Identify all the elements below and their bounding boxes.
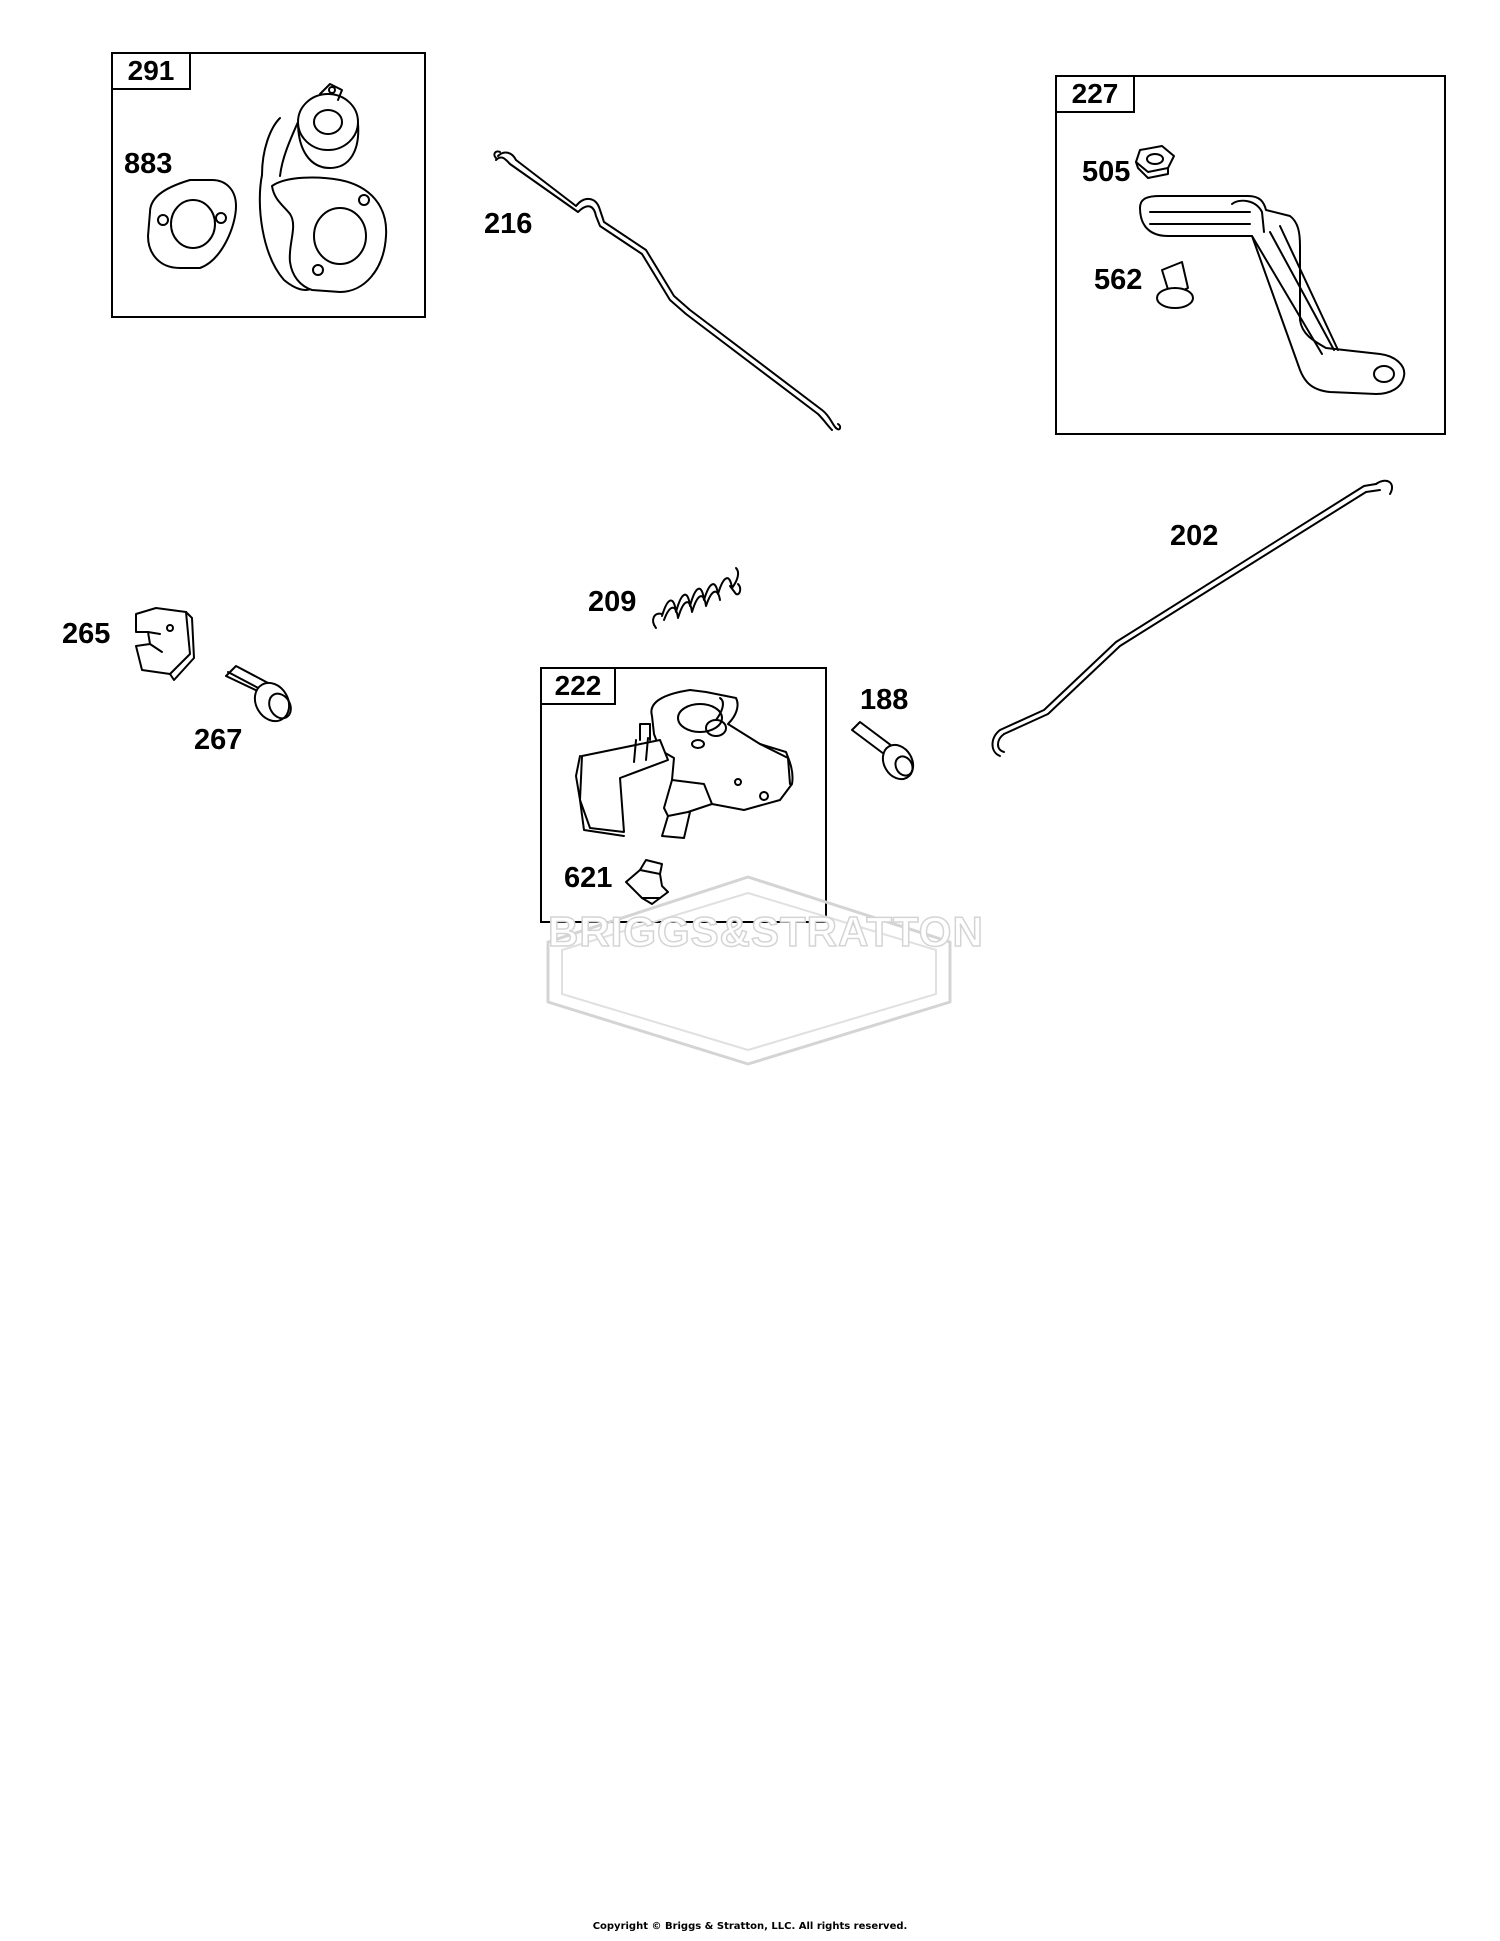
copyright-notice: Copyright © Briggs & Stratton, LLC. All … [592,1921,908,1932]
callout-505: 505 [1082,156,1131,188]
watermark-text: BRIGGS&STRATTON [547,907,984,956]
rod-202 [991,479,1394,757]
callout-562: 562 [1094,264,1143,296]
callout-267: 267 [194,724,243,756]
gasket-883 [147,179,237,269]
lever-227 [1139,195,1406,395]
clip-621 [625,859,669,905]
callout-209: 209 [588,586,637,618]
kit-label-222: 222 [540,667,616,705]
kit-label-291: 291 [111,52,191,90]
kit-box-222: 222 [540,667,827,923]
callout-621: 621 [564,862,613,894]
callout-265: 265 [62,618,111,650]
callout-883: 883 [124,148,173,180]
callout-216: 216 [484,208,533,240]
callout-202: 202 [1170,520,1219,552]
bracket-222 [575,689,794,839]
screw-562 [1156,261,1194,309]
kit-label-227: 227 [1055,75,1135,113]
watermark-diamond [546,875,952,1066]
kit-box-227: 227 [1055,75,1446,435]
bolt-267 [225,665,292,723]
spring-209 [652,567,742,629]
nut-505 [1135,145,1175,179]
bolt-188 [851,721,915,781]
adapter-291 [258,83,388,293]
callout-188: 188 [860,684,909,716]
link-216 [493,150,842,431]
kit-box-291: 291 [111,52,426,318]
bracket-265 [135,607,195,681]
